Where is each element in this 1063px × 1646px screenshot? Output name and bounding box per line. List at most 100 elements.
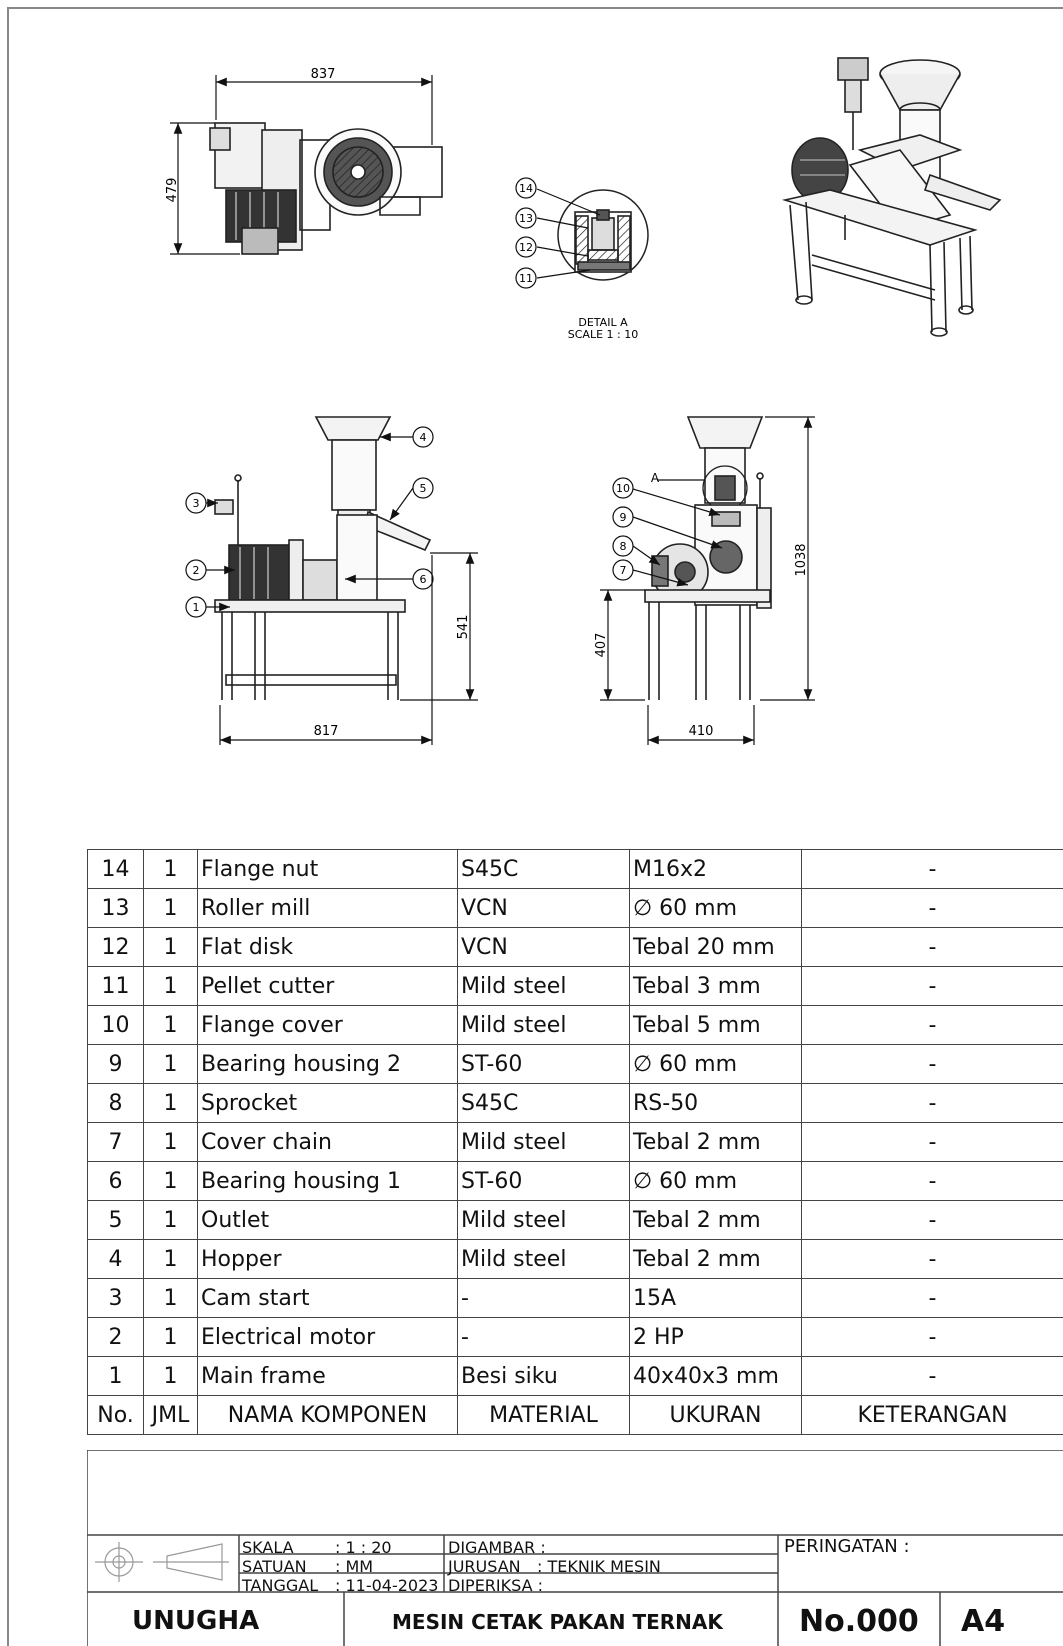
jurusan-value: : TEKNIK MESIN: [537, 1557, 661, 1576]
title-block-frame: [87, 1450, 1063, 1646]
dim-front-width: 817: [314, 724, 339, 739]
table-cell: S45C: [457, 1083, 630, 1123]
table-cell: Besi siku: [457, 1356, 630, 1396]
table-cell: 1: [143, 849, 198, 889]
front-view-balloons: [185, 426, 434, 618]
table-cell: Bearing housing 2: [197, 1044, 458, 1084]
table-cell: 6: [87, 1161, 144, 1201]
tanggal-label: TANGGAL: [242, 1576, 319, 1595]
projection-symbol-icon: [95, 1542, 229, 1582]
table-cell: Cover chain: [197, 1122, 458, 1162]
table-header-cell: JML: [143, 1395, 198, 1435]
table-cell: -: [801, 1161, 1063, 1201]
table-cell: -: [801, 966, 1063, 1006]
table-cell: 1: [87, 1356, 144, 1396]
dim-side-height-low: 407: [594, 633, 609, 658]
table-cell: -: [801, 1005, 1063, 1045]
table-cell: 1: [143, 1200, 198, 1240]
table-cell: S45C: [457, 849, 630, 889]
table-cell: -: [801, 888, 1063, 928]
table-cell: 2: [87, 1317, 144, 1357]
table-cell: Flange nut: [197, 849, 458, 889]
balloon-5: 5: [420, 482, 427, 495]
table-cell: 12: [87, 927, 144, 967]
table-cell: -: [457, 1278, 630, 1318]
table-cell: VCN: [457, 888, 630, 928]
balloon-3: 3: [193, 497, 200, 510]
table-cell: 7: [87, 1122, 144, 1162]
balloon-6: 6: [420, 573, 427, 586]
table-cell: Main frame: [197, 1356, 458, 1396]
table-cell: 1: [143, 966, 198, 1006]
balloon-13: 13: [519, 212, 533, 225]
table-cell: Sprocket: [197, 1083, 458, 1123]
table-cell: ∅ 60 mm: [629, 1044, 802, 1084]
dim-top-height: 479: [165, 178, 180, 203]
table-cell: 1: [143, 1278, 198, 1318]
table-cell: Tebal 2 mm: [629, 1122, 802, 1162]
table-cell: 1: [143, 1044, 198, 1084]
table-header-cell: No.: [87, 1395, 144, 1435]
table-cell: -: [801, 1122, 1063, 1162]
table-cell: 1: [143, 1083, 198, 1123]
dim-side-width: 410: [689, 724, 714, 739]
table-cell: 4: [87, 1239, 144, 1279]
satuan-label: SATUAN: [242, 1557, 307, 1576]
table-header-cell: UKURAN: [629, 1395, 802, 1435]
table-cell: Tebal 3 mm: [629, 966, 802, 1006]
table-cell: VCN: [457, 927, 630, 967]
table-cell: -: [801, 1239, 1063, 1279]
side-view: [644, 416, 772, 700]
balloon-4: 4: [420, 431, 427, 444]
detail-a-balloons: [515, 177, 601, 289]
table-cell: -: [457, 1317, 630, 1357]
side-view-balloons: [612, 477, 723, 587]
table-cell: Roller mill: [197, 888, 458, 928]
table-cell: ST-60: [457, 1161, 630, 1201]
table-cell: Mild steel: [457, 1122, 630, 1162]
drawing-title: MESIN CETAK PAKAN TERNAK: [392, 1610, 723, 1634]
table-cell: 10: [87, 1005, 144, 1045]
table-header-cell: NAMA KOMPONEN: [197, 1395, 458, 1435]
table-cell: RS-50: [629, 1083, 802, 1123]
table-cell: 15A: [629, 1278, 802, 1318]
table-cell: 1: [143, 927, 198, 967]
institution-name: UNUGHA: [132, 1606, 260, 1636]
table-header-cell: KETERANGAN: [801, 1395, 1063, 1435]
table-cell: -: [801, 1200, 1063, 1240]
balloon-11: 11: [519, 272, 533, 285]
front-view: [214, 416, 432, 700]
table-cell: 1: [143, 1161, 198, 1201]
table-cell: 8: [87, 1083, 144, 1123]
table-cell: -: [801, 849, 1063, 889]
jurusan-label: JURUSAN: [448, 1557, 521, 1576]
table-cell: 1: [143, 888, 198, 928]
table-cell: 3: [87, 1278, 144, 1318]
table-cell: ST-60: [457, 1044, 630, 1084]
balloon-9: 9: [620, 511, 627, 524]
table-cell: -: [801, 1356, 1063, 1396]
table-cell: Electrical motor: [197, 1317, 458, 1357]
table-cell: Mild steel: [457, 966, 630, 1006]
table-cell: M16x2: [629, 849, 802, 889]
dim-side-height-total: 1038: [794, 543, 809, 576]
skala-value: : 1 : 20: [335, 1538, 392, 1557]
table-cell: Tebal 20 mm: [629, 927, 802, 967]
table-cell: 1: [143, 1356, 198, 1396]
table-cell: Pellet cutter: [197, 966, 458, 1006]
balloon-8: 8: [620, 540, 627, 553]
table-cell: Flange cover: [197, 1005, 458, 1045]
detail-a-title: DETAIL A: [578, 316, 628, 329]
skala-label: SKALA: [242, 1538, 294, 1557]
balloon-1: 1: [193, 601, 200, 614]
table-cell: Tebal 5 mm: [629, 1005, 802, 1045]
